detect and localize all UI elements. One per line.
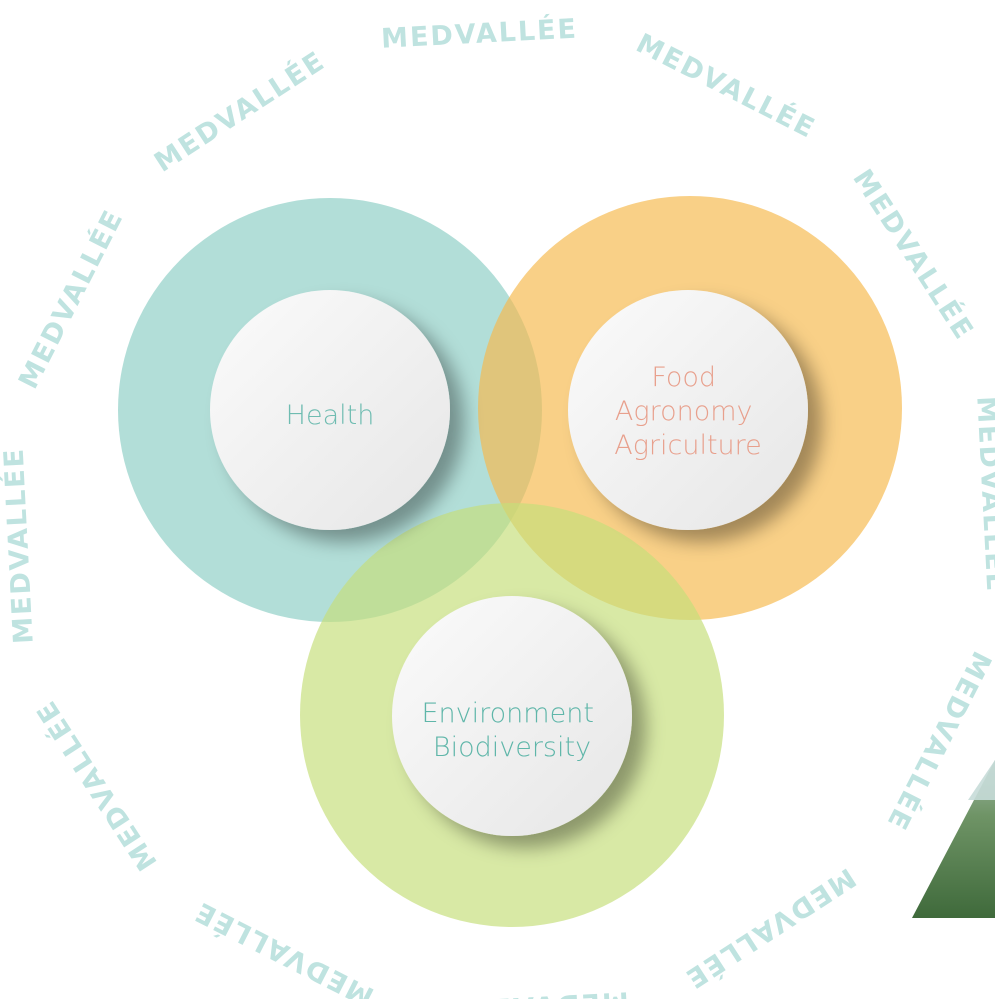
ring-word: MEDVALLÉE [148, 45, 331, 179]
ring-word: MEDVALLÉE [631, 27, 821, 145]
food-label-line-2: Agronomy [615, 396, 753, 427]
food-label-line-1: Food [651, 362, 716, 393]
ring-word: MEDVALLÉE [431, 985, 629, 999]
ring-word: MEDVALLÉE [970, 395, 995, 593]
ring-word: MEDVALLÉE [12, 204, 130, 394]
environment-label-line-1: Environment [422, 698, 594, 729]
environment-label-line-2: Biodiversity [433, 732, 591, 763]
food-label-line-3: Agriculture [614, 430, 762, 461]
food-disc [568, 290, 808, 530]
ring-word: MEDVALLÉE [0, 446, 40, 644]
inner-discs [210, 290, 808, 836]
ring-word: MEDVALLÉE [679, 861, 862, 995]
ring-word: MEDVALLÉE [30, 694, 164, 877]
health-disc [210, 290, 450, 530]
environment-label: Environment Biodiversity [422, 698, 603, 763]
health-label-line-1: Health [286, 400, 375, 431]
ring-word: MEDVALLÉE [189, 895, 379, 999]
environment-disc [392, 596, 632, 836]
ring-word: MEDVALLÉE [380, 13, 578, 55]
landscape-photo [912, 760, 995, 918]
food-label: Food Agronomy Agriculture [614, 362, 762, 461]
health-label: Health [286, 400, 375, 431]
